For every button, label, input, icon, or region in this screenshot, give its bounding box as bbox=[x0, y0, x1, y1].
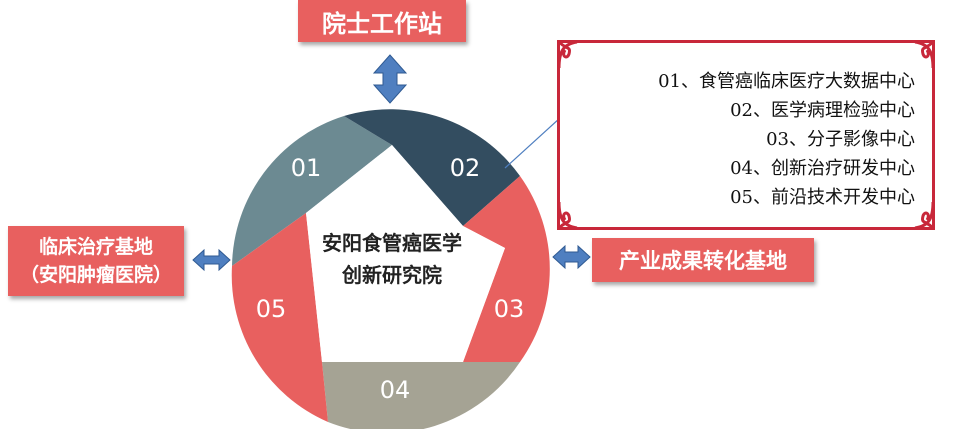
ornament-bottom-left-icon bbox=[557, 201, 578, 230]
list-item: 01、食管癌临床医疗大数据中心 bbox=[658, 71, 915, 92]
segment-03 bbox=[463, 176, 550, 362]
clinical-base-box: 临床治疗基地 （安阳肿瘤医院） bbox=[8, 226, 184, 296]
list-item: 05、前沿技术开发中心 bbox=[730, 187, 915, 208]
segment-05-label: 05 bbox=[256, 295, 287, 323]
industry-base-label: 产业成果转化基地 bbox=[619, 249, 787, 273]
segment-04 bbox=[322, 362, 520, 429]
center-title-line2: 创新研究院 bbox=[341, 263, 442, 287]
list-item: 04、创新治疗研发中心 bbox=[730, 158, 915, 179]
clinical-base-label-line1: 临床治疗基地 bbox=[38, 236, 153, 258]
segment-02-label: 02 bbox=[450, 154, 481, 182]
segment-01-label: 01 bbox=[291, 154, 322, 182]
centers-list: 01、食管癌临床医疗大数据中心 02、医学病理检验中心 03、分子影像中心 04… bbox=[560, 67, 915, 212]
list-item: 02、医学病理检验中心 bbox=[730, 100, 915, 121]
segment-02 bbox=[344, 109, 520, 226]
list-item: 03、分子影像中心 bbox=[766, 129, 915, 150]
academician-workstation-box: 院士工作站 bbox=[298, 0, 466, 42]
segment-04-label: 04 bbox=[380, 376, 411, 404]
center-title-line1: 安阳食管癌医学 bbox=[322, 231, 462, 255]
arrow-left-icon bbox=[192, 248, 231, 272]
ornament-bottom-right-icon bbox=[914, 201, 935, 230]
clinical-base-label-line2: （安阳肿瘤医院） bbox=[19, 264, 172, 286]
ornament-top-right-icon bbox=[914, 40, 935, 69]
centers-frame: 01、食管癌临床医疗大数据中心 02、医学病理检验中心 03、分子影像中心 04… bbox=[557, 40, 935, 230]
segment-03-label: 03 bbox=[494, 295, 525, 323]
arrow-vertical-icon bbox=[372, 54, 408, 104]
industry-base-box: 产业成果转化基地 bbox=[592, 238, 814, 282]
segment-01 bbox=[232, 116, 392, 266]
center-pentagon bbox=[306, 145, 505, 362]
ornament-top-left-icon bbox=[557, 40, 578, 69]
arrow-right-icon bbox=[552, 244, 591, 270]
segment-05 bbox=[231, 213, 328, 422]
connector-line bbox=[504, 117, 561, 169]
academician-workstation-label: 院士工作站 bbox=[322, 9, 442, 38]
